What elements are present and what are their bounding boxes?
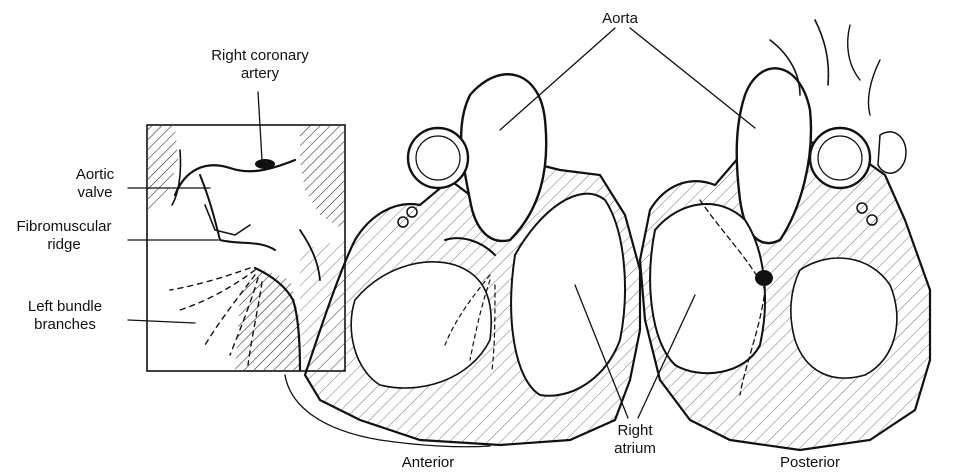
label-posterior: Posterior: [765, 454, 855, 472]
posterior-node: [755, 270, 773, 286]
label-aortic-valve: Aortic valve: [62, 166, 128, 202]
label-left-bundle-branches: Left bundle branches: [6, 298, 124, 334]
coronary-ostium: [255, 159, 275, 169]
label-right-coronary-artery: Right coronary artery: [190, 47, 330, 83]
posterior-heart: [640, 20, 930, 450]
label-right-atrium: Right atrium: [600, 422, 670, 458]
anterior-pulmonary-ring: [408, 128, 468, 188]
posterior-pulmonary-ring: [810, 128, 870, 188]
inset-detail: [128, 92, 345, 371]
label-aorta: Aorta: [590, 10, 650, 28]
label-anterior: Anterior: [386, 454, 470, 472]
posterior-ventricle: [791, 258, 897, 378]
posterior-right-atrium: [650, 204, 765, 373]
anterior-heart: [305, 74, 640, 445]
label-fibromuscular-ridge: Fibromuscular ridge: [0, 218, 128, 254]
